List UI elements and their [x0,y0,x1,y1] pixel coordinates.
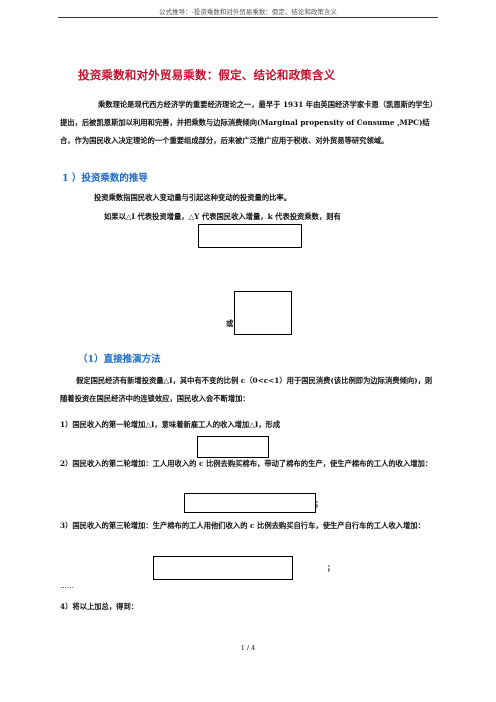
ellipsis: …… [60,582,74,590]
page-number: 1 / 4 [240,644,256,652]
step-3-text: 3）国民收入的第三轮增加：生产棉布的工人用他们收入的 c 比例去购买自行车，使生… [60,521,425,530]
step-3-semicolon: ； [327,563,335,572]
intro-paragraph: 乘数理论是现代西方经济学的重要经济理论之一，最早于 1931 年由英国经济学家卡… [60,100,434,145]
step-1-text: 1）国民收入的第一轮增加△I，意味着新雇工人的收入增加△I，形成 [60,420,281,429]
or-label: 或 [226,319,234,328]
derivation-paragraph: 假定国民经济有新增投资量△I，其中有不变的比例 c（0<c<1）用于国民消费(该… [60,376,433,403]
document-title: 投资乘数和对外贸易乘数：假定、结论和政策含义 [78,68,336,82]
formula-box-step-2 [184,493,316,513]
header-divider [58,17,438,18]
page-header: 公式推导：-投资乘数和对外贸易乘数：假定、结论和政策含义 [159,8,337,16]
step-2-text: 2）国民收入的第二轮增加：工人用收入的 c 比例去购买棉布，带动了棉布的生产，使… [60,459,433,468]
formula-box-step-1 [197,436,269,458]
section-heading-investment-multiplier: 1 ）投资乘数的推导 [62,173,148,184]
step-4-text: 4）将以上加总，得到： [60,602,139,611]
formula-box-multiplier [198,224,302,248]
formula-box-step-3 [153,556,293,580]
symbol-definition: 如果以△I 代表投资增量，△Y 代表国民收入增量，k 代表投资乘数，则有 [104,212,341,221]
multiplier-definition: 投资乘数指国民收入变动量与引起这种变动的投资量的比率。 [94,193,292,202]
step-2-semicolon: ； [315,499,323,508]
formula-box-alternative [234,291,292,335]
section-heading-direct-derivation: （1）直接推演方法 [78,354,161,365]
